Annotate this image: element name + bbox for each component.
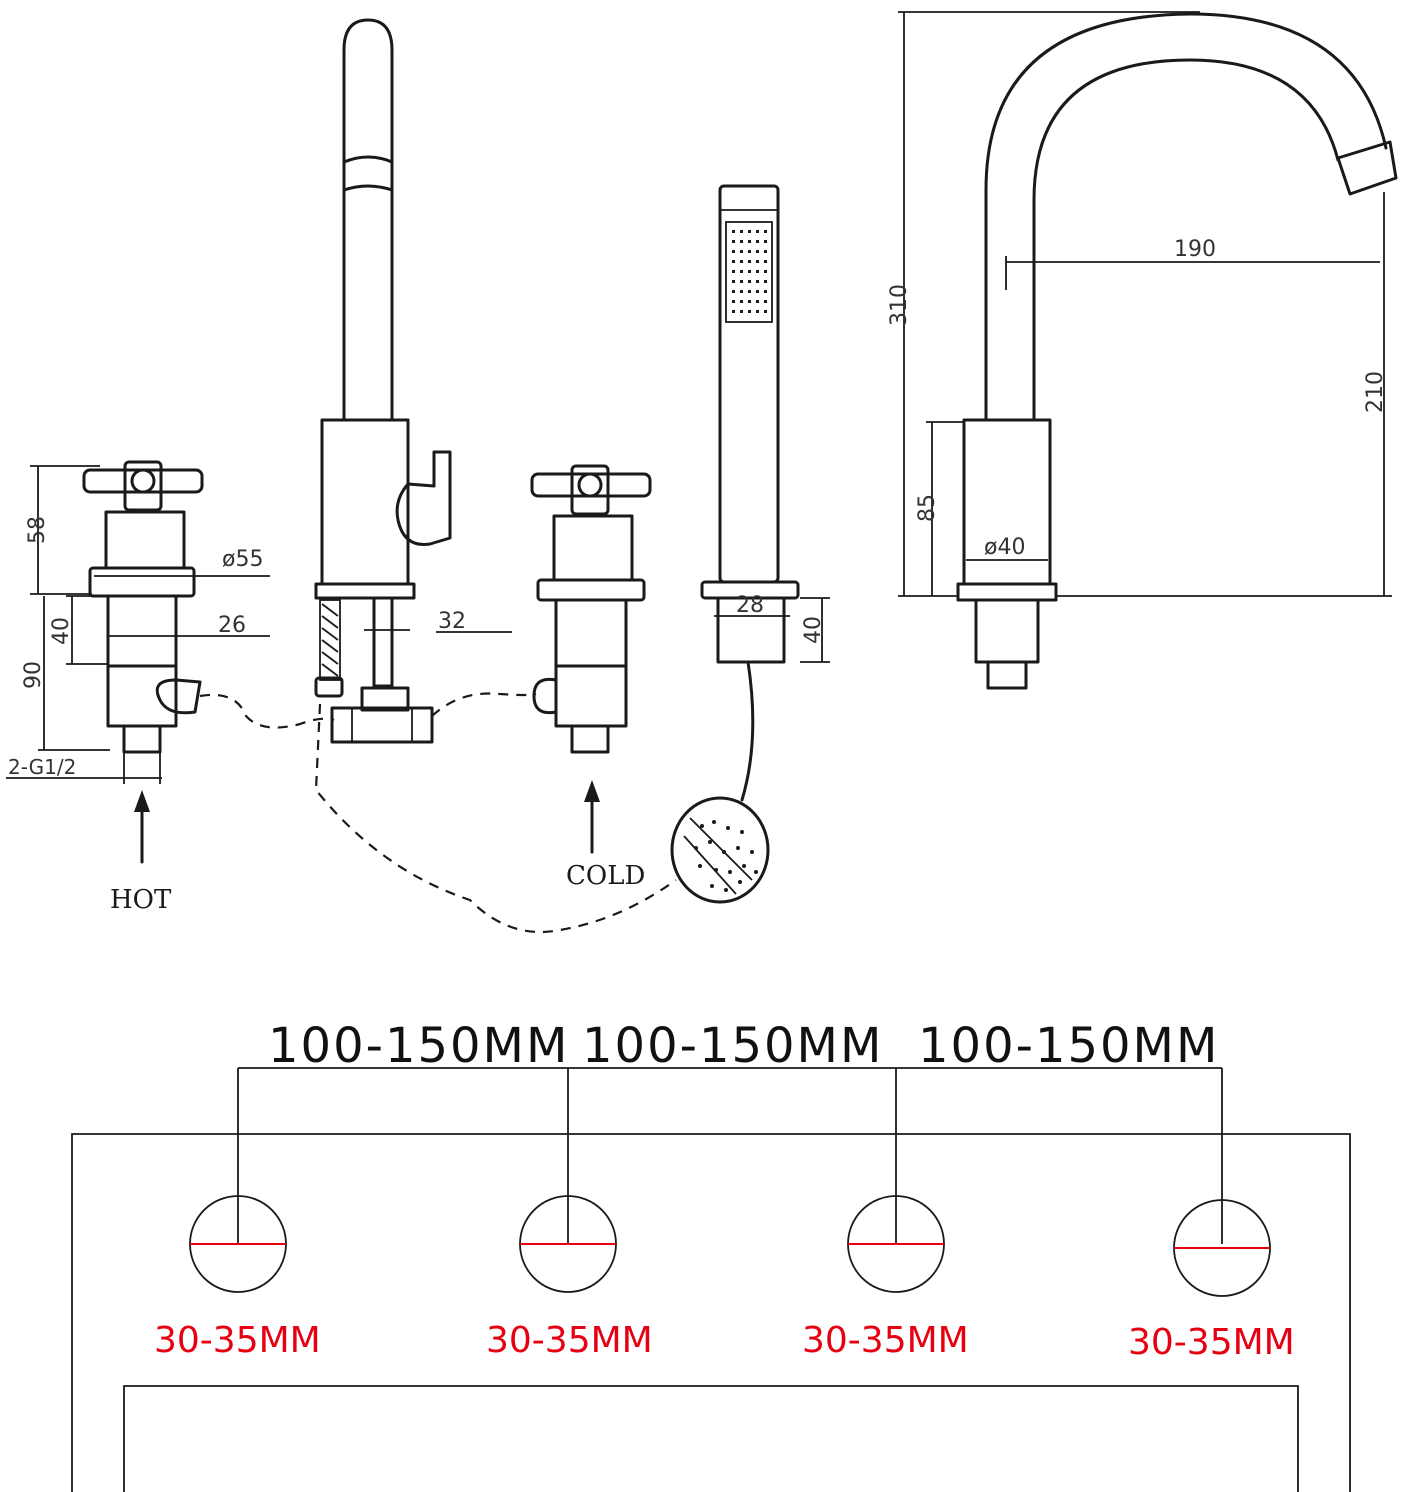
hole-diameter-3: 30-35MM	[802, 1320, 969, 1361]
profile-outlet-height: 210	[1363, 371, 1388, 413]
hole-diameter-1: 30-35MM	[154, 1320, 321, 1361]
hot-handle-hub	[130, 468, 156, 494]
hot-label: HOT	[110, 885, 172, 915]
hole-diameter-4: 30-35MM	[1128, 1322, 1295, 1363]
mixer-tee-top	[360, 686, 410, 712]
spout-profile	[956, 12, 1398, 690]
cold-label: COLD	[566, 861, 645, 891]
flex-hose	[319, 599, 341, 681]
deck-outline	[71, 1133, 1351, 1492]
hot-inlet-nipple	[122, 724, 162, 754]
cold-cross-handle	[530, 472, 652, 498]
profile-reach: 190	[1174, 237, 1216, 262]
hot-valve-base	[106, 664, 178, 728]
spout-profile-outlet	[1336, 140, 1398, 196]
cold-valve-flange	[536, 578, 646, 602]
hand-shower: 28 40	[700, 184, 830, 802]
diverter-lever	[395, 450, 452, 546]
valve-height-body: 90	[21, 661, 46, 689]
hot-valve-bonnet	[104, 510, 186, 570]
shower-face	[725, 221, 773, 323]
hot-handle-stem	[123, 460, 163, 512]
spout-profile-dimensions: 310 85 210 190 ø40	[887, 11, 1392, 597]
spout-profile-inner	[1032, 58, 1340, 422]
cold-valve	[530, 464, 652, 754]
shower-holder-height: 40	[801, 616, 826, 644]
cold-handle-stem	[570, 464, 610, 516]
cold-valve-base	[554, 664, 628, 728]
valve-flange-diameter: ø55	[222, 547, 263, 572]
profile-base-height: 85	[915, 494, 940, 522]
tub-inner-outline	[123, 1385, 1299, 1492]
spout-base-body	[320, 418, 410, 586]
shower-nozzles	[732, 230, 767, 313]
shower-handle	[718, 184, 780, 584]
profile-base-diameter: ø40	[984, 535, 1025, 560]
profile-total-height: 310	[887, 284, 912, 326]
hole-spacing-3: 100-150MM	[918, 1018, 1219, 1074]
spout-tube	[342, 18, 394, 422]
cold-inlet-nipple	[570, 724, 610, 754]
hot-inlet-arrow	[134, 790, 150, 864]
shower-holder-width: 28	[736, 593, 764, 618]
hot-valve-body	[106, 594, 178, 668]
mixer-tee	[330, 706, 434, 744]
spout-flange	[314, 582, 416, 600]
hole-spacing-1: 100-150MM	[268, 1018, 569, 1074]
cold-valve-body	[554, 598, 628, 668]
cold-handle-hub	[577, 472, 603, 498]
cold-valve-bonnet	[552, 514, 634, 582]
spout-profile-shank	[974, 598, 1040, 664]
hole-layout: 100-150MM 100-150MM 100-150MM 30-35MM 30…	[71, 1018, 1351, 1492]
spout-profile-flange	[956, 582, 1058, 602]
valve-body-height: 40	[49, 617, 74, 645]
spout-front: 32	[314, 18, 512, 744]
hose-weight	[670, 796, 770, 904]
spout-profile-outer	[984, 12, 1388, 422]
shower-hose	[740, 660, 755, 802]
cold-inlet-arrow	[584, 780, 600, 854]
hot-valve-flange	[88, 566, 196, 598]
hole-spacing-2: 100-150MM	[582, 1018, 883, 1074]
cold-outlet-elbow	[532, 677, 558, 715]
hot-valve	[82, 460, 204, 754]
hot-cross-handle	[82, 468, 204, 494]
spout-profile-nipple	[986, 660, 1028, 690]
hole-diameter-2: 30-35MM	[486, 1320, 653, 1361]
spout-shank	[372, 596, 394, 688]
valve-body-width: 26	[218, 613, 246, 638]
connecting-hoses	[199, 692, 677, 934]
spout-aerator	[342, 155, 394, 192]
hot-outlet-elbow	[155, 678, 202, 715]
inlet-thread-size: 2-G1/2	[8, 755, 76, 779]
hot-valve-dimensions: 58 90 40 ø55 26 2-G1/2	[6, 465, 270, 784]
spout-pipe-dimension: 32	[438, 609, 466, 634]
shower-holder	[716, 596, 786, 664]
valve-height-top: 58	[25, 516, 50, 544]
